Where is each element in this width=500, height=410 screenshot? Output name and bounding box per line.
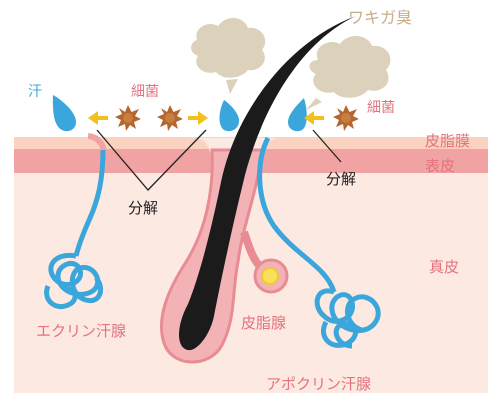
- odor-cloud-icon: [191, 17, 266, 94]
- epidermis-label: 表皮: [425, 157, 455, 175]
- sweat-drop-icon: [52, 95, 76, 132]
- hair-shaft: [179, 16, 356, 351]
- odor-cloud-icon: [306, 35, 391, 110]
- eccrine-coil: [44, 252, 104, 310]
- decompose-label-right: 分解: [326, 170, 356, 188]
- arrow-icon: [188, 111, 208, 125]
- eccrine-pore: [87, 133, 107, 173]
- bacteria-label-left: 細菌: [131, 84, 159, 100]
- bacteria-label-right: 細菌: [367, 100, 395, 116]
- bacteria-icon: [157, 105, 183, 131]
- apocrine-coil: [314, 288, 381, 349]
- eccrine-duct: [73, 149, 106, 257]
- arrow-icon: [304, 111, 324, 125]
- dermis-label: 真皮: [429, 258, 459, 276]
- sebum-blob: [261, 267, 279, 285]
- decompose-connector: [96, 129, 207, 191]
- bacteria-icon: [333, 105, 359, 131]
- bacteria-icon: [115, 105, 141, 131]
- wakiga-odor-label: ワキガ臭: [348, 8, 412, 27]
- sweat-drop-icon: [288, 98, 307, 132]
- sweat-label: 汗: [28, 84, 42, 100]
- apocrine-gland-label: アポクリン汗腺: [266, 375, 371, 393]
- eccrine-gland-label: エクリン汗腺: [36, 322, 126, 340]
- apocrine-duct: [257, 136, 337, 293]
- sebum-film-label: 皮脂膜: [425, 132, 470, 150]
- decompose-label-center: 分解: [128, 199, 158, 217]
- sebaceous-gland-label: 皮脂腺: [241, 314, 286, 332]
- decompose-connector: [312, 129, 342, 163]
- arrow-icon: [88, 111, 108, 125]
- sweat-drop-icon: [219, 100, 240, 132]
